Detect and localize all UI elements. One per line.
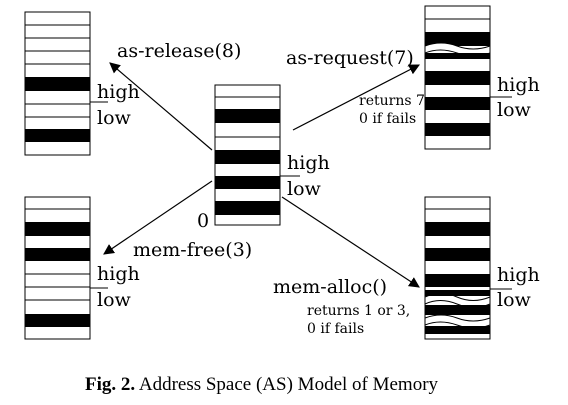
high-label: high xyxy=(497,264,540,286)
address-zero-label: 0 xyxy=(197,210,209,232)
high-label: high xyxy=(497,74,540,96)
as-request-label: as-request(7) xyxy=(286,47,414,69)
low-label: low xyxy=(97,289,132,311)
low-label: low xyxy=(287,178,322,200)
memory-column-initial xyxy=(214,84,300,226)
alloc-returns-line1: returns 1 or 3, xyxy=(307,303,410,319)
arrow-request xyxy=(292,64,420,131)
request-returns-line1: returns 7, xyxy=(359,93,429,109)
memory-column-released xyxy=(24,11,108,156)
memory-column-freed xyxy=(24,196,108,340)
arrow-release xyxy=(109,62,213,151)
alloc-returns-line2: 0 if fails xyxy=(307,321,364,337)
mem-alloc-label: mem-alloc() xyxy=(273,276,387,298)
high-label: high xyxy=(97,81,140,103)
figure-caption: Fig. 2. Address Space (AS) Model of Memo… xyxy=(85,374,439,395)
caption-prefix: Fig. 2. xyxy=(85,374,135,395)
mem-free-label: mem-free(3) xyxy=(133,239,252,261)
arrow-free xyxy=(103,180,213,255)
low-label: low xyxy=(97,107,132,129)
memory-column-allocated xyxy=(424,196,512,340)
high-label: high xyxy=(287,152,330,174)
arrow-alloc xyxy=(281,196,420,288)
request-returns-line2: 0 if fails xyxy=(359,111,416,127)
caption-text: Address Space (AS) Model of Memory xyxy=(135,374,438,395)
memory-column-requested xyxy=(424,5,512,150)
as-release-label: as-release(8) xyxy=(117,40,241,62)
low-label: low xyxy=(497,289,532,311)
high-label: high xyxy=(97,263,140,285)
low-label: low xyxy=(497,99,532,121)
